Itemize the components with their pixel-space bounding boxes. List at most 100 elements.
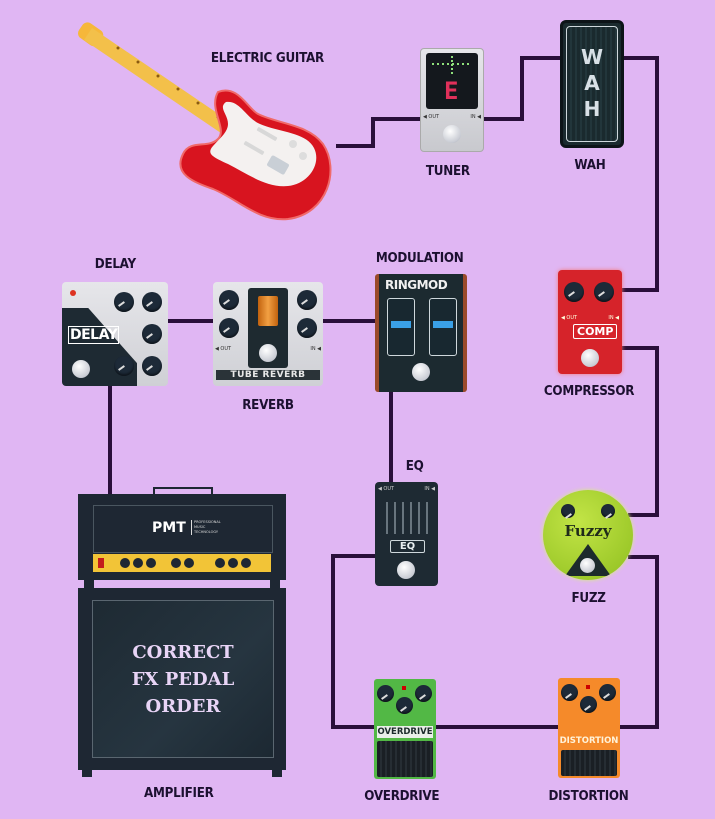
overdrive-knob-2[interactable] <box>396 697 413 714</box>
reverb-footswitch[interactable] <box>259 344 277 362</box>
eq-pedal[interactable]: ◀ OUT IN ◀ EQ <box>375 482 438 586</box>
amp-control-strip <box>93 554 271 572</box>
distortion-treadle[interactable] <box>561 750 617 776</box>
label-electric-guitar: ELECTRIC GUITAR <box>210 51 324 66</box>
wah-letter-h: H <box>583 97 601 121</box>
fuzz-knob-2[interactable] <box>601 504 615 518</box>
vacuum-tube-icon <box>258 296 278 326</box>
modulation-panel-right <box>429 298 457 356</box>
label-overdrive: OVERDRIVE <box>364 789 440 804</box>
cable-overdrive-to-eq <box>331 554 375 729</box>
distortion-led <box>586 685 590 689</box>
distortion-knob-2[interactable] <box>580 696 597 713</box>
reverb-knob-3[interactable] <box>297 290 317 310</box>
reverb-jack-out: ◀ OUT <box>215 346 232 352</box>
amp-cabinet-feet <box>78 770 286 777</box>
guitar-icon <box>78 22 332 221</box>
amp-power-switch[interactable] <box>98 558 104 568</box>
label-reverb: REVERB <box>242 398 294 413</box>
amp-knob[interactable] <box>214 558 225 568</box>
modulation-panel-left <box>387 298 415 356</box>
label-tuner: TUNER <box>425 164 470 179</box>
delay-led <box>70 290 76 296</box>
overdrive-knob-1[interactable] <box>377 685 394 702</box>
tuner-pedal[interactable]: E ◀ OUT IN ◀ <box>420 48 484 152</box>
wah-treadle <box>566 26 618 142</box>
cable-tuner-to-wah <box>482 56 560 121</box>
tuner-jack-in: IN ◀ <box>470 114 481 120</box>
delay-knob-3[interactable] <box>142 324 162 344</box>
tuner-needle <box>451 56 453 76</box>
delay-knob-2[interactable] <box>142 292 162 312</box>
distortion-knob-3[interactable] <box>599 684 616 701</box>
reverb-pedal[interactable]: ◀ OUT IN ◀ TUBE REVERB <box>213 282 323 386</box>
amp-brand-sub: PROFESSIONAL MUSIC TECHNOLOGY <box>191 520 221 535</box>
amp-brand-sub-1: PROFESSIONAL <box>194 520 221 524</box>
eq-jack-out: ◀ OUT <box>378 486 395 492</box>
cable-wah-to-compressor <box>622 56 659 292</box>
amp-handle <box>153 487 213 495</box>
amp-knob[interactable] <box>170 558 181 568</box>
fuzz-footswitch[interactable] <box>580 558 595 573</box>
fuzz-pedal[interactable]: Fuzzy <box>543 490 633 580</box>
wah-letter-a: A <box>584 71 600 95</box>
distortion-knob-1[interactable] <box>561 684 578 701</box>
amp-knob[interactable] <box>240 558 251 568</box>
modulation-pedal[interactable]: RINGMOD <box>375 274 467 392</box>
amp-knob[interactable] <box>183 558 194 568</box>
overdrive-face-label: OVERDRIVE <box>377 726 433 738</box>
compressor-footswitch[interactable] <box>581 349 599 367</box>
distortion-pedal[interactable]: DISTORTION <box>558 678 620 778</box>
label-delay: DELAY <box>94 257 136 272</box>
reverb-knob-2[interactable] <box>219 318 239 338</box>
compressor-knob-2[interactable] <box>594 282 614 302</box>
cable-fuzz-to-distortion <box>620 555 659 729</box>
reverb-tube-window <box>248 288 288 368</box>
tuner-footswitch[interactable] <box>443 125 461 143</box>
amp-knob[interactable] <box>119 558 130 568</box>
wah-letter-w: W <box>580 45 604 69</box>
cable-guitar-to-tuner <box>336 117 420 148</box>
amp-knob[interactable] <box>227 558 238 568</box>
electric-guitar <box>78 14 340 224</box>
fuzz-knob-1[interactable] <box>561 504 575 518</box>
label-amplifier: AMPLIFIER <box>144 786 214 801</box>
modulation-footswitch[interactable] <box>412 363 430 381</box>
delay-knob-4[interactable] <box>142 356 162 376</box>
eq-jack-in: IN ◀ <box>424 486 435 492</box>
label-modulation: MODULATION <box>375 251 464 266</box>
compressor-knob-1[interactable] <box>564 282 584 302</box>
cable-compressor-to-fuzz <box>622 346 659 517</box>
modulation-display-left <box>391 321 411 328</box>
amp-knob[interactable] <box>145 558 156 568</box>
compressor-jack-in: IN ◀ <box>608 315 619 321</box>
amp-knob[interactable] <box>132 558 143 568</box>
reverb-knob-4[interactable] <box>297 318 317 338</box>
tuner-display: E <box>426 53 478 109</box>
compressor-jack-out: ◀ OUT <box>561 315 578 321</box>
delay-pedal[interactable]: DELAY <box>62 282 168 386</box>
amp-brand-sub-3: TECHNOLOGY <box>194 530 219 534</box>
delay-knob-1[interactable] <box>114 292 134 312</box>
title-line-3: ORDER <box>145 695 221 717</box>
wah-pedal[interactable]: W A H <box>560 20 624 148</box>
compressor-face-label: COMP <box>573 324 618 339</box>
compressor-pedal[interactable]: ◀ OUT IN ◀ COMP <box>558 270 622 374</box>
label-compressor: COMPRESSOR <box>543 384 635 399</box>
reverb-knob-1[interactable] <box>219 290 239 310</box>
eq-sliders[interactable] <box>383 502 430 534</box>
overdrive-treadle[interactable] <box>377 741 433 777</box>
modulation-display-right <box>433 321 453 328</box>
eq-footswitch[interactable] <box>397 561 415 579</box>
overdrive-led <box>402 686 406 690</box>
overdrive-knob-3[interactable] <box>415 685 432 702</box>
amplifier: PMT PROFESSIONAL MUSIC TECHNOLOGY CORREC… <box>78 487 286 777</box>
delay-footswitch[interactable] <box>72 360 90 378</box>
overdrive-pedal[interactable]: OVERDRIVE <box>374 679 436 779</box>
amp-brand: PMT <box>152 520 186 536</box>
delay-knob-5[interactable] <box>114 356 134 376</box>
distortion-face-label: DISTORTION <box>559 736 619 746</box>
amp-grille: CORRECT FX PEDAL ORDER <box>92 600 274 758</box>
modulation-face-label: RINGMOD <box>385 278 448 292</box>
